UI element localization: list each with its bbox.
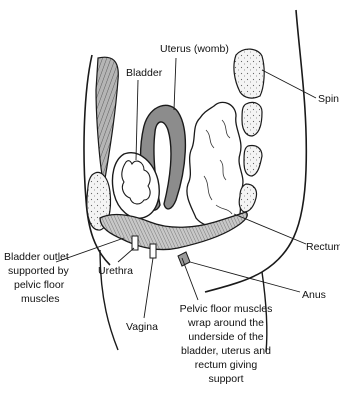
urethra-opening bbox=[132, 236, 138, 250]
pelvic-floor-line: underside of the bbox=[188, 331, 263, 343]
label-vagina: Vagina bbox=[126, 321, 158, 333]
pelvic-floor-line: rectum giving bbox=[195, 359, 258, 371]
pelvic-floor-line: wrap around the bbox=[187, 317, 264, 329]
bladder-outlet-line: Bladder outlet bbox=[4, 251, 69, 263]
label-uterus: Uterus (womb) bbox=[160, 43, 229, 55]
bladder-outlet-line: supported by bbox=[8, 265, 69, 277]
label-bladder: Bladder bbox=[126, 67, 163, 79]
label-spine: Spin bbox=[318, 93, 339, 105]
bladder-outlet-line: pelvic floor bbox=[14, 279, 65, 291]
pelvic-floor-line: Pelvic floor muscles bbox=[180, 303, 273, 315]
rectum-shape bbox=[187, 102, 243, 227]
label-urethra: Urethra bbox=[98, 265, 133, 277]
vagina-opening bbox=[150, 244, 156, 258]
label-pelvic-floor: Pelvic floor muscles wrap around the und… bbox=[180, 303, 273, 385]
label-bladder-outlet: Bladder outlet supported by pelvic floor… bbox=[4, 251, 69, 305]
label-rectum: Rectum bbox=[306, 241, 340, 253]
pelvic-floor-line: bladder, uterus and bbox=[181, 345, 271, 357]
pelvic-floor-line: support bbox=[208, 373, 243, 385]
bladder-outlet-line: muscles bbox=[21, 293, 60, 305]
label-anus: Anus bbox=[302, 289, 326, 301]
